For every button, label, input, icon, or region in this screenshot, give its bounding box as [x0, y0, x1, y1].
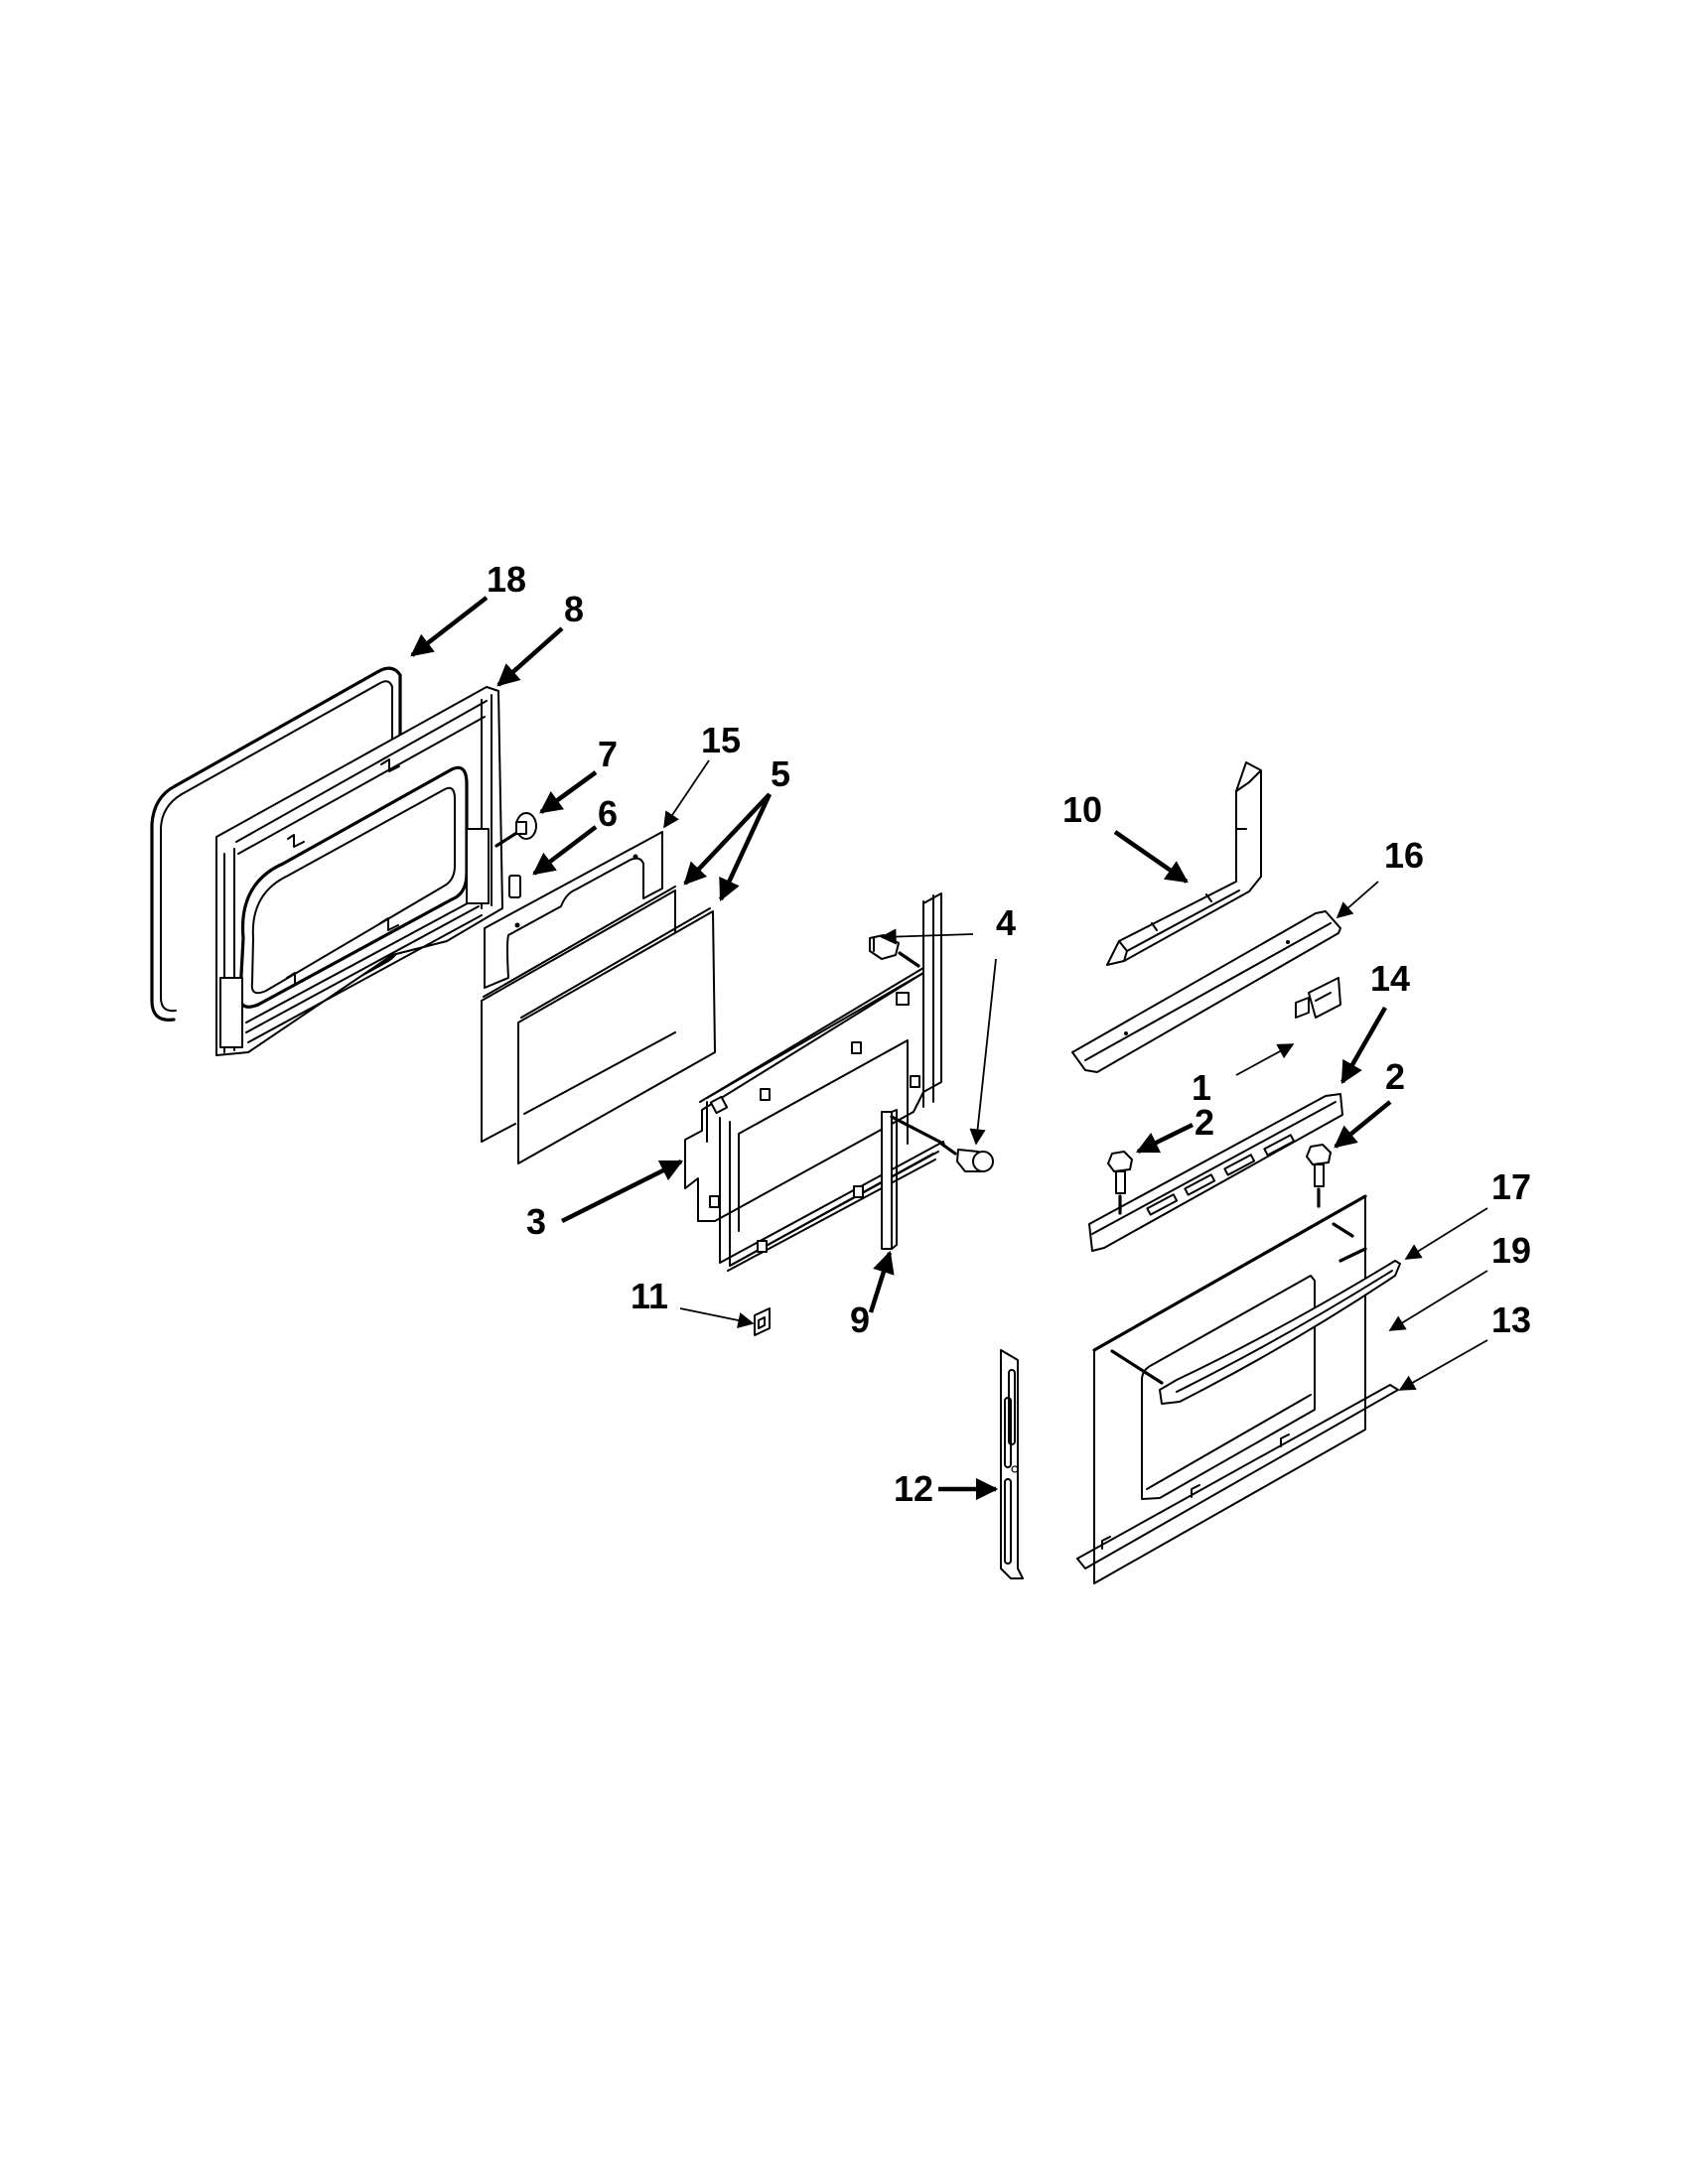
callout-8: 8 — [564, 589, 584, 629]
callout-4: 4 — [996, 902, 1016, 943]
part-17-handle — [1159, 1247, 1401, 1405]
part-19-outer-door — [1092, 1194, 1367, 1584]
callout-9: 9 — [850, 1299, 870, 1340]
part-4-screws — [869, 934, 994, 1172]
callout-leaders — [410, 596, 1488, 1501]
callout-18: 18 — [487, 559, 526, 600]
callout-12: 12 — [894, 1468, 933, 1509]
part-9-bracket — [881, 1109, 945, 1250]
callout-2-left: 2 — [1195, 1102, 1214, 1143]
callout-19: 19 — [1491, 1230, 1531, 1271]
part-2-screws — [1107, 1144, 1332, 1215]
part-14-vent-trim — [1088, 1093, 1343, 1252]
part-16-rail — [1071, 910, 1341, 1073]
callout-6: 6 — [598, 793, 618, 834]
callout-7: 7 — [598, 734, 618, 774]
callout-10: 10 — [1062, 789, 1102, 830]
part-7-knob — [494, 812, 537, 848]
part-1-latch — [1295, 977, 1341, 1019]
callout-15: 15 — [701, 720, 741, 760]
hinge-right-icon — [466, 828, 490, 904]
part-10-duct — [1106, 761, 1262, 966]
part-3-retainer — [684, 892, 944, 1272]
callout-13: 13 — [1491, 1299, 1531, 1340]
part-15-shield — [484, 831, 663, 989]
part-13-bottom-trim — [1076, 1384, 1399, 1570]
callout-2-right: 2 — [1385, 1056, 1405, 1097]
callout-11: 11 — [631, 1276, 668, 1316]
part-12-side-strip — [1000, 1349, 1024, 1579]
callout-3: 3 — [526, 1201, 546, 1242]
callout-labels: 18 8 7 6 15 5 4 3 11 9 10 16 1 14 2 2 17… — [487, 559, 1531, 1509]
part-11-clip — [754, 1307, 771, 1336]
part-6-spacer — [508, 875, 521, 898]
callout-16: 16 — [1384, 835, 1424, 876]
callout-1: 1 — [1192, 1067, 1211, 1108]
hinge-left-icon — [219, 977, 243, 1048]
callout-17: 17 — [1491, 1166, 1531, 1207]
part-5-glass-panels — [481, 886, 716, 1164]
callout-5: 5 — [771, 753, 790, 794]
callout-14: 14 — [1370, 958, 1410, 999]
part-8-door-frame — [215, 686, 503, 1056]
